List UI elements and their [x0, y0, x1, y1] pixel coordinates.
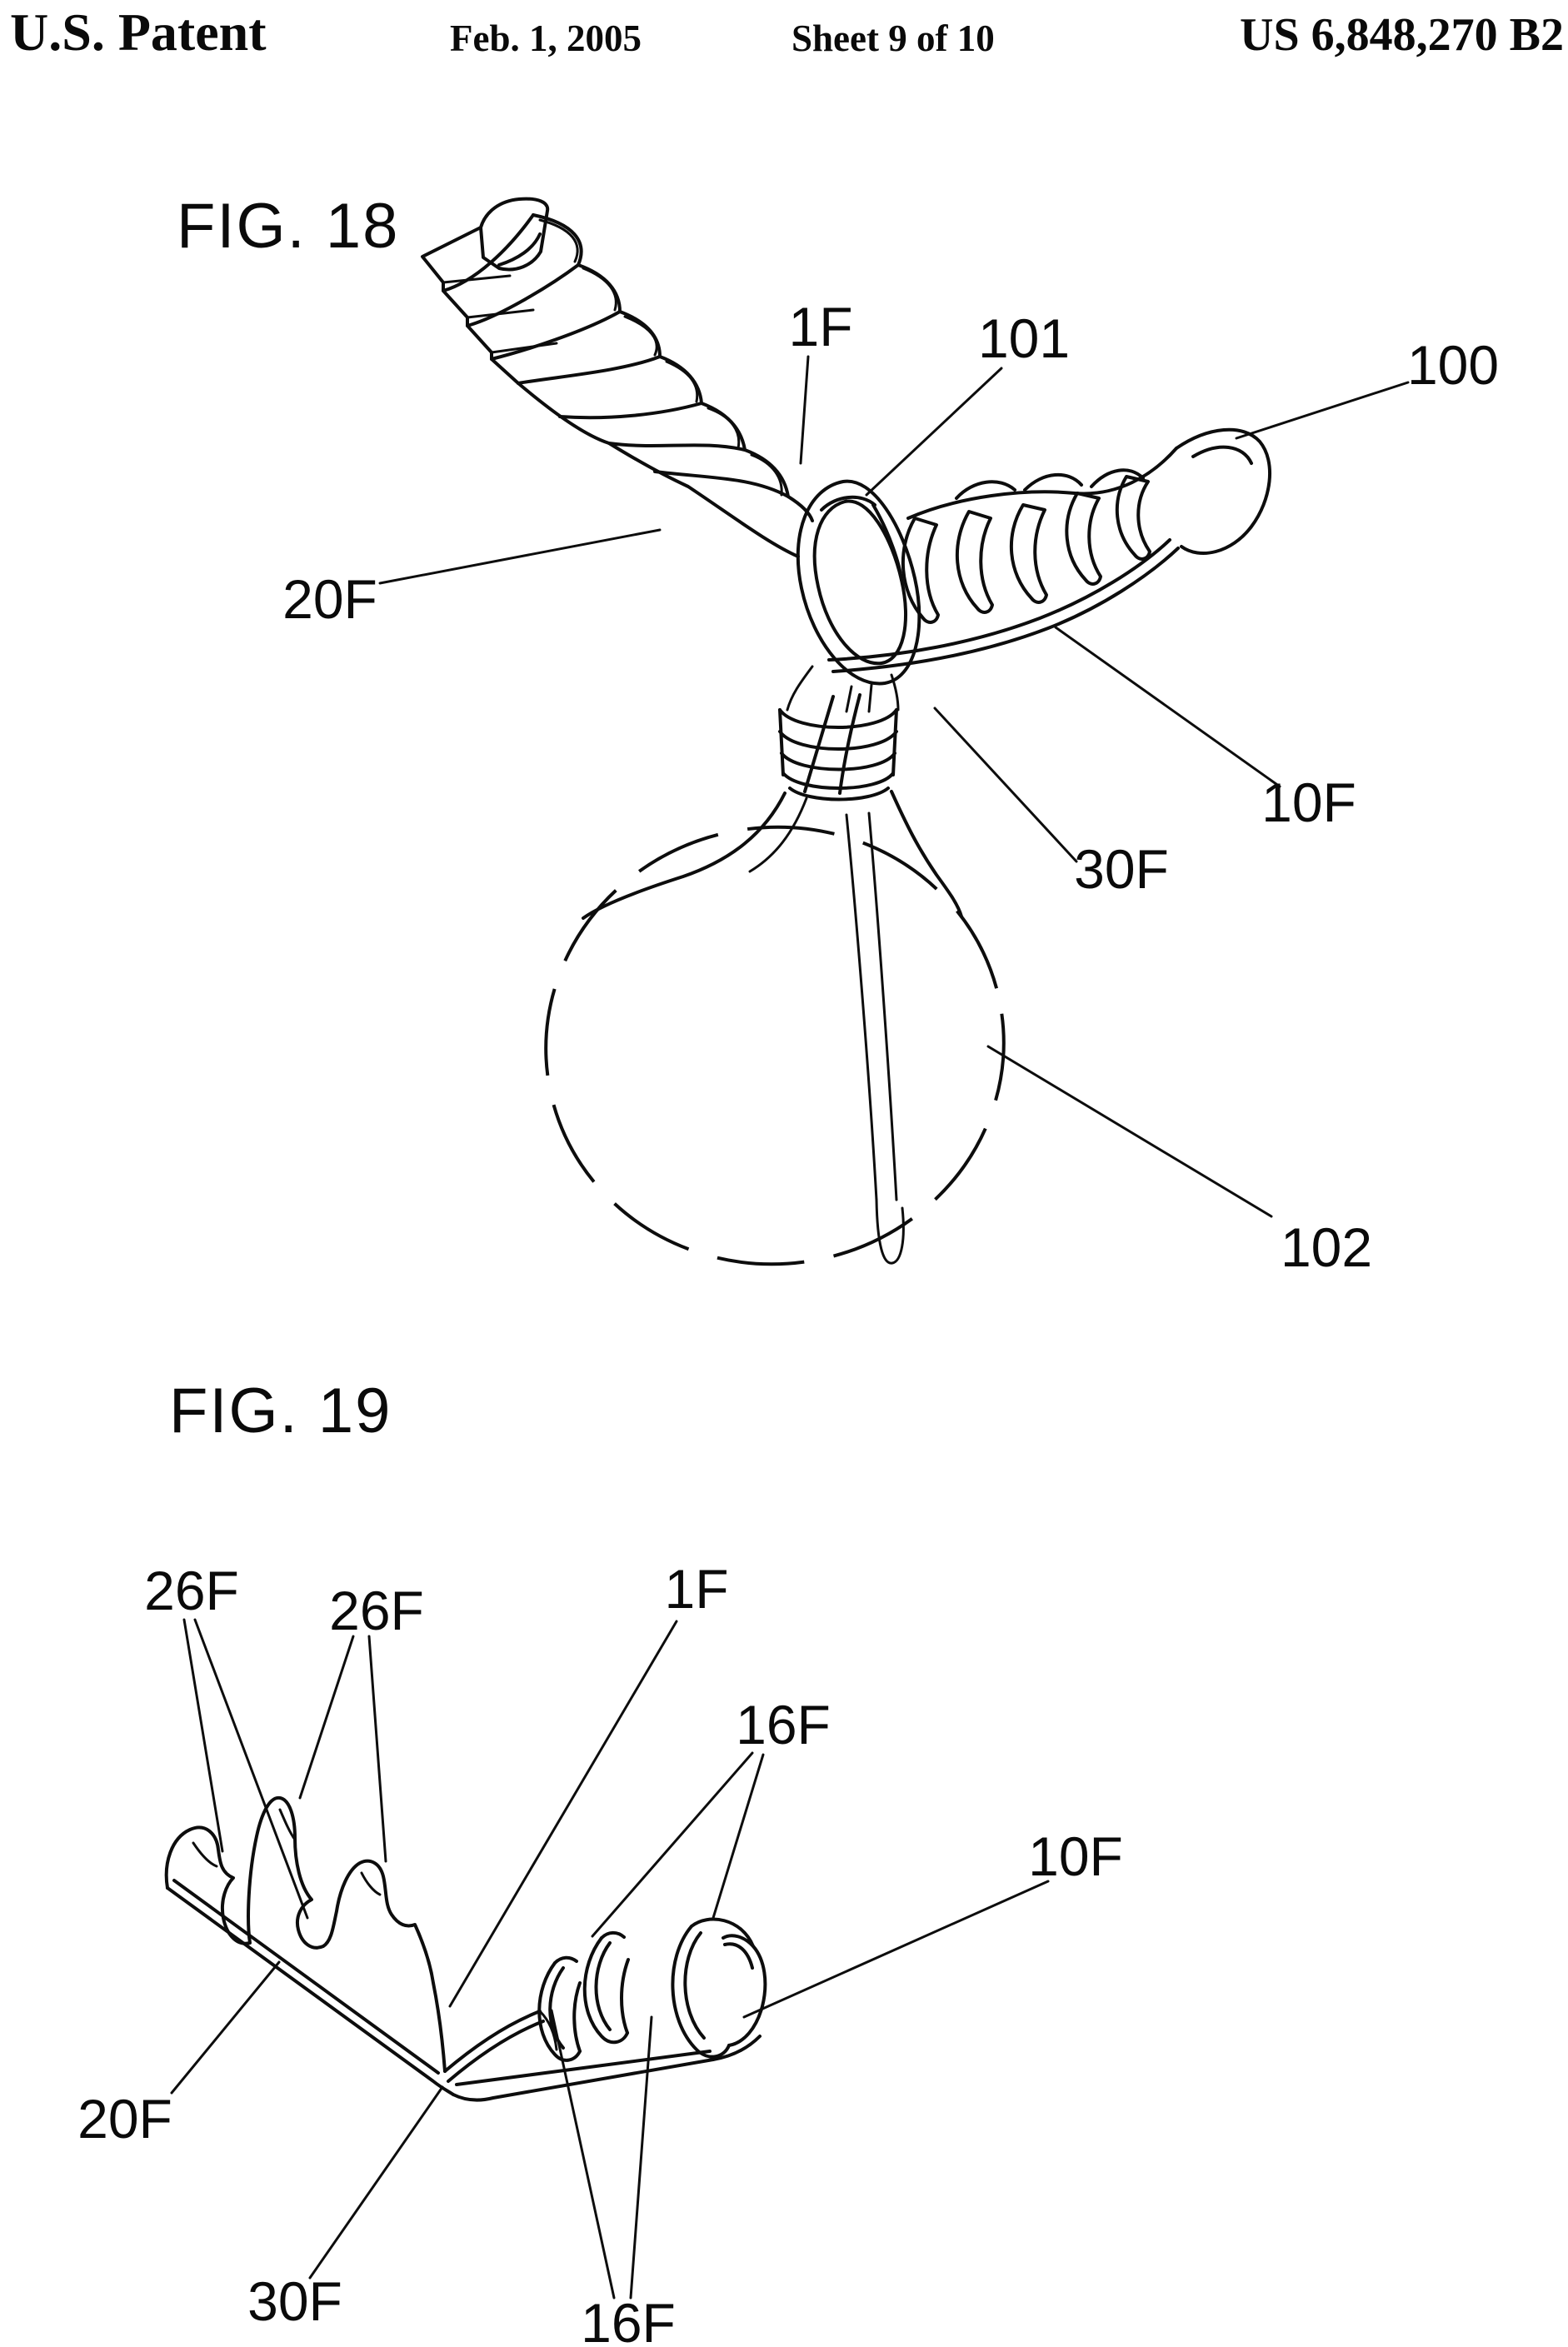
- leader-1f: [799, 355, 810, 465]
- leader-26f-1a: [182, 1618, 224, 1853]
- leader-26f-1b: [193, 1618, 309, 1920]
- fig19-left-limb: [164, 1795, 455, 2096]
- fig19-drawing: [164, 1618, 1050, 2300]
- fig18-balloon: [544, 825, 1006, 1266]
- leader-16f-lb: [629, 2015, 653, 2300]
- fig19-caption: FIG. 19: [169, 1376, 392, 1446]
- leader-16f-la: [550, 2009, 616, 2300]
- fig19-label-26f-1: 26F: [144, 1560, 239, 1621]
- fig18-label-1f: 1F: [788, 296, 853, 357]
- fig19-label-30f: 30F: [247, 2270, 342, 2332]
- leader-26f-2a: [298, 1635, 355, 1800]
- fig19-label-10f: 10F: [1028, 1825, 1123, 1887]
- leader-16f-ub: [712, 1753, 765, 1920]
- leader-16f-ua: [591, 1751, 754, 1938]
- fig19-label-16f-upper: 16F: [736, 1694, 831, 1755]
- leader-100: [1235, 381, 1410, 440]
- fig18-knot-loop: [786, 479, 921, 712]
- fig18-drawing: [378, 197, 1410, 1266]
- fig18-label-101: 101: [977, 307, 1071, 369]
- fig18-right-arm: [827, 427, 1271, 673]
- leader-101: [865, 367, 1003, 497]
- patent-date: Feb. 1, 2005: [450, 17, 642, 59]
- fig18-caption: FIG. 18: [177, 191, 400, 262]
- fig18-coil: [778, 693, 898, 801]
- fig19-label-20f: 20F: [77, 2088, 172, 2150]
- fig18-label-10f: 10F: [1261, 772, 1356, 833]
- fig19-leader-lines: [170, 1618, 1050, 2300]
- patent-number: US 6,848,270 B2: [1240, 9, 1564, 61]
- fig18-guidewire: [845, 683, 905, 1265]
- patent-sheet-info: Sheet 9 of 10: [791, 17, 995, 59]
- leader-26f-2b: [367, 1635, 387, 1863]
- leader-10f: [1054, 626, 1281, 788]
- fig18-label-20f: 20F: [282, 568, 377, 630]
- fig18-left-arm: [421, 197, 814, 558]
- fig18-label-100: 100: [1406, 334, 1500, 396]
- fig19-label-16f-lower: 16F: [581, 2292, 676, 2347]
- leader-10f: [742, 1880, 1050, 2019]
- fig19-right-limb: [443, 1917, 767, 2102]
- fig18-leader-lines: [378, 355, 1410, 1218]
- fig19-label-1f: 1F: [664, 1558, 729, 1620]
- fig18-label-102: 102: [1280, 1216, 1373, 1278]
- leader-1f: [448, 1620, 678, 2008]
- fig18-label-30f: 30F: [1074, 838, 1169, 900]
- leader-20f: [170, 1960, 281, 2095]
- patent-title: U.S. Patent: [10, 2, 267, 62]
- leader-30f: [933, 707, 1078, 863]
- leader-102: [986, 1045, 1273, 1218]
- fig19-label-26f-2: 26F: [329, 1580, 424, 1641]
- leader-30f: [308, 2085, 444, 2280]
- leader-20f: [378, 528, 662, 585]
- patent-header: U.S. Patent Feb. 1, 2005 Sheet 9 of 10 U…: [0, 0, 1568, 92]
- fig18-balloon-neck: [582, 790, 963, 920]
